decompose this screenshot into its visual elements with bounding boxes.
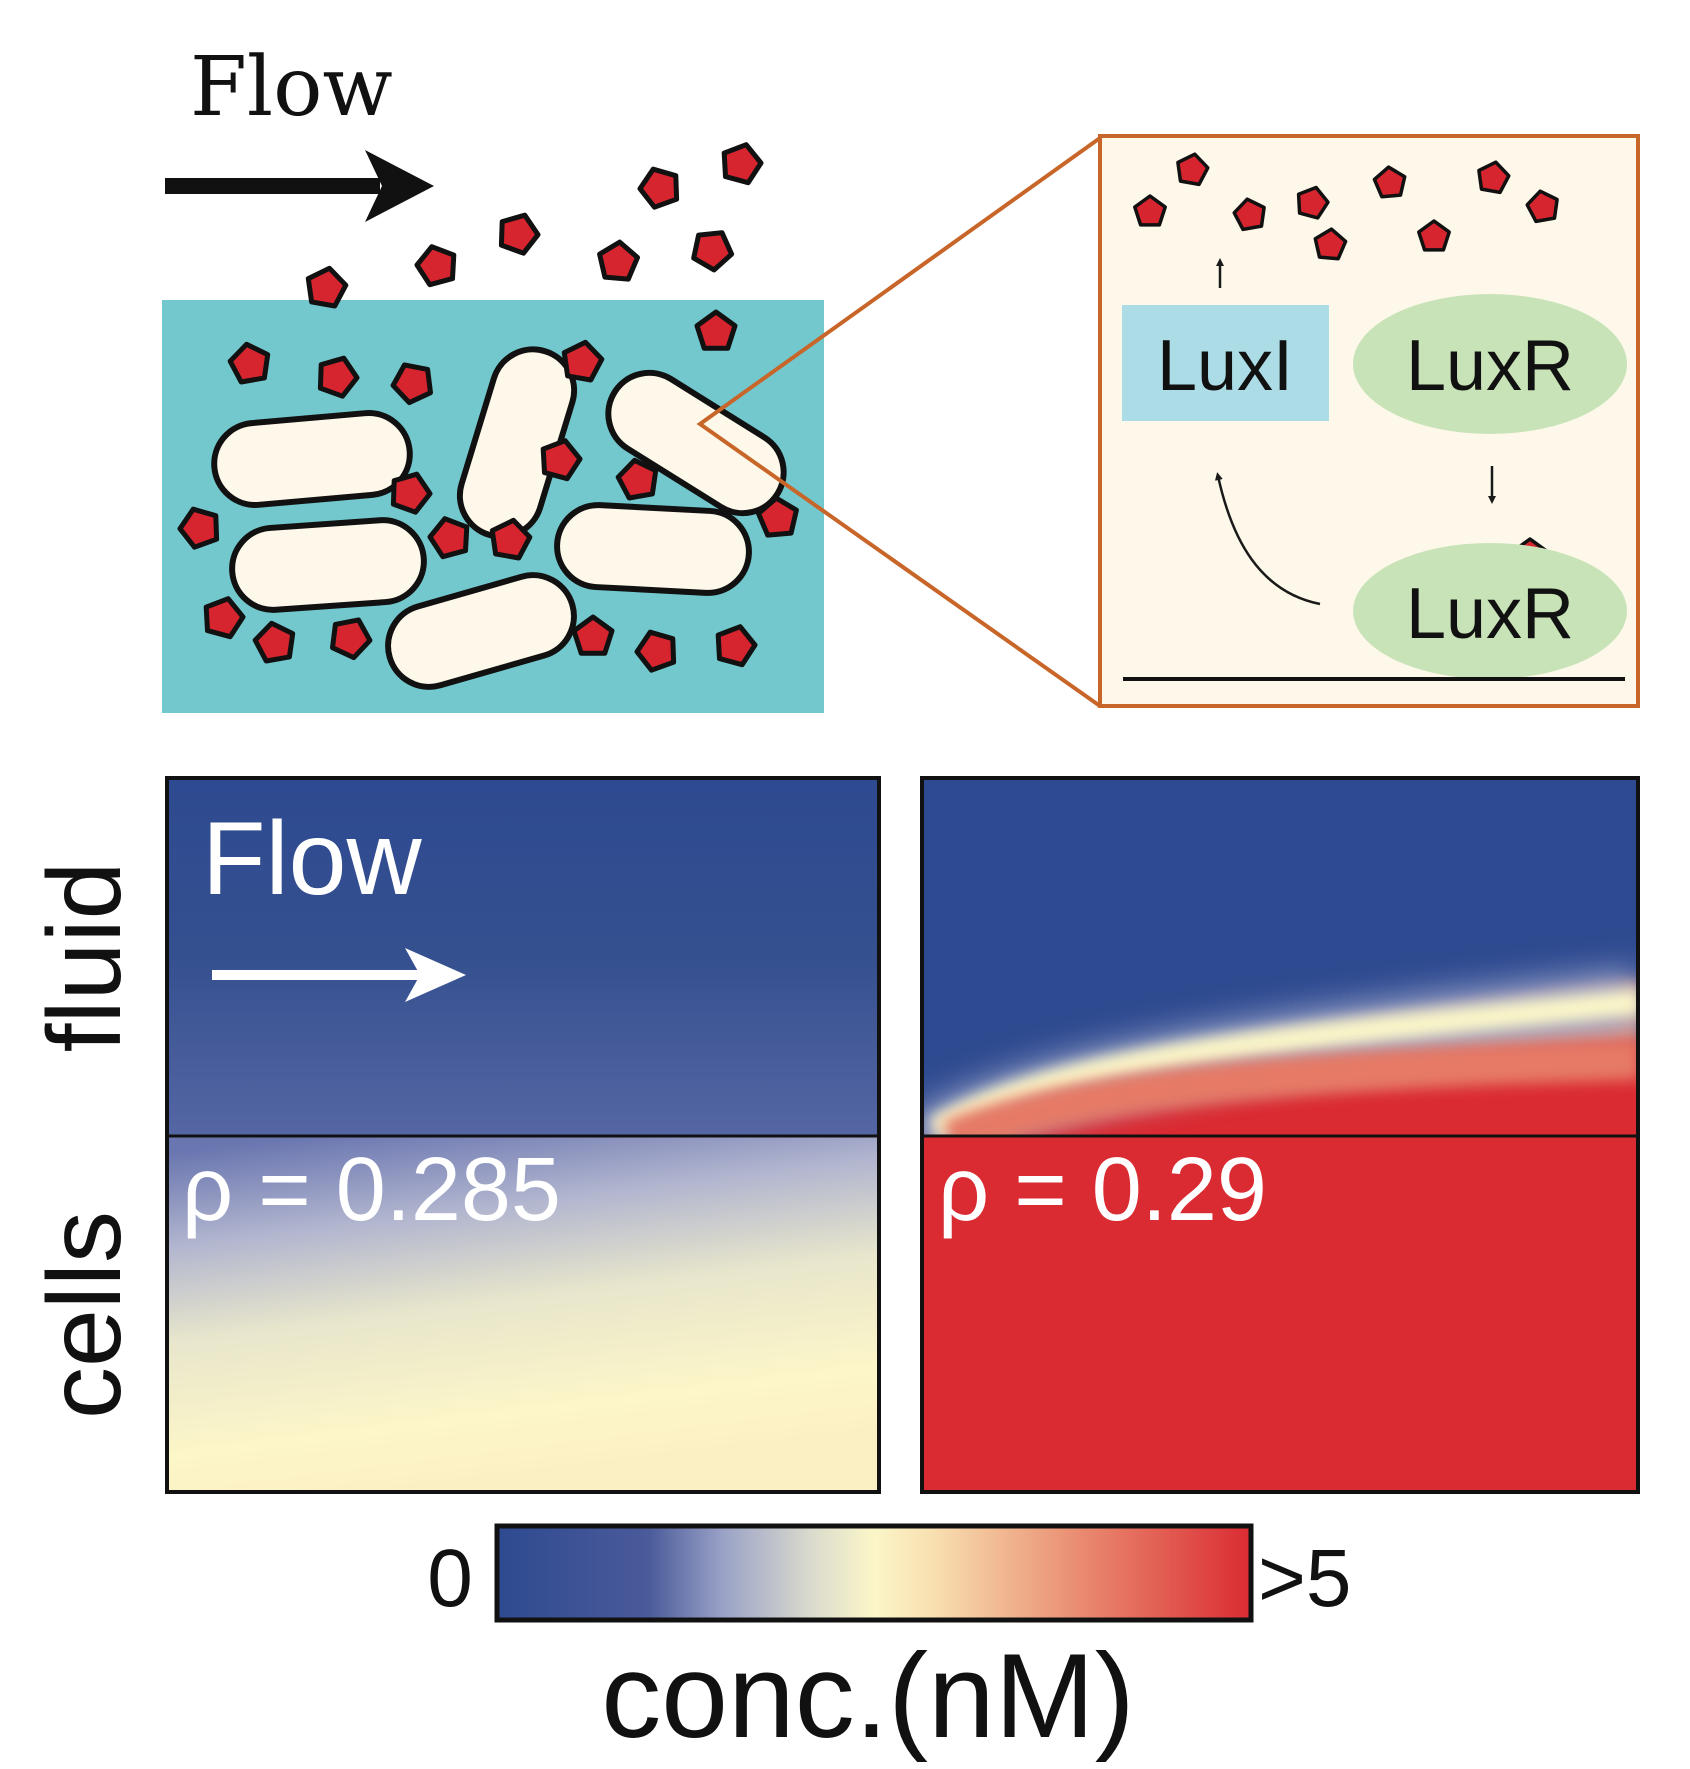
feedback-arrow — [1214, 472, 1321, 606]
molecule-pentagon-icon — [203, 596, 246, 640]
molecule-pentagon-icon — [1313, 227, 1348, 261]
molecule-pentagon-icon — [317, 355, 360, 399]
molecule-pentagon-icon — [390, 362, 433, 406]
molecule-pentagon-icon — [414, 244, 457, 288]
molecule-pentagon-icon — [227, 341, 271, 385]
zoom-lines — [696, 136, 1102, 708]
molecule-pentagon-icon — [252, 620, 296, 664]
molecule-pentagon-icon — [691, 230, 735, 273]
panel-flow-arrow — [212, 948, 466, 1002]
right-fluid-panel — [922, 778, 1638, 1136]
luxr-bottom-label: LuxR — [1406, 574, 1574, 654]
bacteria-cells — [211, 346, 787, 690]
molecule-pentagon-icon — [1232, 197, 1266, 232]
panel-flow-label: Flow — [202, 801, 422, 917]
molecule-pentagon-icon — [1176, 152, 1210, 187]
bacterium-cell — [385, 572, 577, 690]
bacterium-cell — [229, 517, 427, 613]
molecule-pentagon-icon — [390, 471, 433, 515]
molecule-pentagon-icon — [330, 617, 373, 661]
molecule-pentagon-icon — [694, 309, 738, 351]
molecule-pentagon-icon — [540, 438, 583, 482]
molecule-pentagon-icon — [1525, 189, 1559, 224]
colorbar-max-label: >5 — [1258, 1533, 1352, 1624]
luxi-label: LuxI — [1157, 326, 1293, 406]
molecule-pentagon-icon — [305, 265, 349, 309]
molecule-pentagon-icon — [427, 516, 470, 560]
molecule-pentagon-icon — [721, 142, 764, 186]
molecule-pentagon-icon — [1417, 219, 1451, 252]
molecule-pentagon-icon — [571, 614, 615, 656]
inset-arrows — [1214, 258, 1496, 606]
right-cells-panel — [922, 1136, 1638, 1492]
top-flow-arrow — [165, 150, 434, 222]
left-rho-label: ρ = 0.285 — [182, 1140, 561, 1240]
molecule-pentagon-icon — [1296, 185, 1330, 220]
molecule-pentagon-icon — [637, 166, 680, 210]
right-rho-label: ρ = 0.29 — [938, 1140, 1267, 1240]
left-fluid-panel — [167, 778, 879, 1136]
left-cells-panel — [167, 1136, 879, 1492]
bacterium-cell — [605, 369, 787, 517]
molecule-pentagon-icon — [1372, 165, 1407, 199]
molecule-pentagon-icon — [756, 495, 799, 538]
luxr-free: LuxR — [1353, 294, 1627, 434]
luxi-box: LuxI — [1122, 305, 1329, 421]
colorbar-title: conc.(nM) — [601, 1629, 1134, 1763]
bacterium-cell — [554, 502, 752, 596]
molecule-pentagon-icon — [489, 517, 533, 561]
top-flow-label: Flow — [190, 40, 393, 135]
bacterium-cell — [211, 410, 413, 508]
molecule-pentagon-icon — [1477, 160, 1511, 195]
molecule-pentagon-icon — [634, 629, 677, 673]
molecule-pentagon-icon — [715, 624, 758, 668]
colorbar — [494, 1523, 1254, 1623]
molecule-pentagon-icon — [597, 239, 640, 282]
molecule-pentagon-icon — [177, 506, 220, 550]
molecule-pentagon-icon — [615, 457, 659, 501]
signal-molecules — [177, 142, 799, 673]
luxr-bound: LuxR — [1353, 543, 1627, 679]
molecule-pentagon-icon — [1133, 194, 1167, 227]
fluid-side-label: fluid — [27, 862, 143, 1053]
molecule-pentagon-icon — [498, 212, 541, 256]
molecule-pentagon-icon — [561, 339, 605, 383]
luxr-top-label: LuxR — [1406, 326, 1574, 406]
cells-side-label: cells — [27, 1211, 143, 1419]
colorbar-min-label: 0 — [427, 1533, 473, 1624]
